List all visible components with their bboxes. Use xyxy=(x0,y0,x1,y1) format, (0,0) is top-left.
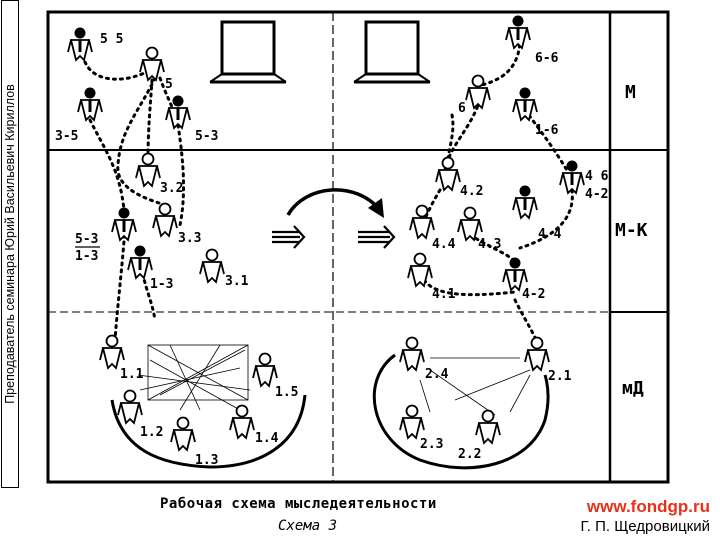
double-arrow-right-icon xyxy=(358,225,396,249)
label-3-1: 3.1 xyxy=(225,274,249,289)
zone-md: мД xyxy=(622,378,644,399)
right-group-links xyxy=(419,357,531,416)
label-4-2c: 4-2 xyxy=(522,287,545,302)
person-black-icon xyxy=(504,14,532,50)
label-1-3b: 1-3 xyxy=(150,277,173,292)
label-1-4: 1.4 xyxy=(255,431,279,446)
label-4-3: 4.3 xyxy=(478,237,501,252)
person-white-icon xyxy=(139,46,165,81)
label-2-1: 2.1 xyxy=(548,369,572,384)
person-white-icon xyxy=(457,206,483,241)
website-link[interactable]: www.fondgp.ru xyxy=(586,497,710,516)
person-white-icon xyxy=(99,334,125,369)
person-white-icon xyxy=(435,156,461,191)
left-group-links xyxy=(137,344,251,411)
label-5-3b: 5-3 xyxy=(75,232,98,247)
label-3-3: 3.3 xyxy=(178,231,201,246)
label-4-2: 4-2 xyxy=(585,187,608,202)
person-black-icon xyxy=(126,244,154,280)
double-arrow-left-icon xyxy=(272,225,306,249)
person-white-icon xyxy=(152,202,178,237)
person-black-icon xyxy=(558,159,586,195)
person-black-icon xyxy=(110,206,138,242)
person-black-icon xyxy=(511,86,539,122)
label-5-3: 5-3 xyxy=(195,129,218,144)
person-black-icon xyxy=(76,86,104,122)
curved-arrow-icon xyxy=(286,188,382,216)
side-title-box: Преподаватель семинара Юрий Васильевич К… xyxy=(1,0,19,488)
person-white-icon xyxy=(475,409,501,444)
person-black-icon xyxy=(501,256,529,292)
person-white-icon xyxy=(199,248,225,283)
left-labels: 5 5 5 3-5 5-3 3.2 3.3 5-3 1-3 1-3 3.1 1.… xyxy=(55,32,298,468)
label-4-1: 4.1 xyxy=(432,287,456,302)
person-white-icon xyxy=(407,252,433,287)
board-right-icon xyxy=(353,20,431,84)
label-2-2: 2.2 xyxy=(458,447,481,462)
zone-m: М xyxy=(625,82,636,103)
person-white-icon xyxy=(117,389,143,424)
right-group-arc xyxy=(372,353,550,470)
label-3-2: 3.2 xyxy=(160,181,183,196)
label-2-3: 2.3 xyxy=(420,437,443,452)
label-1-3: 1-3 xyxy=(75,249,98,264)
person-black-icon xyxy=(66,26,94,62)
person-white-icon xyxy=(399,336,425,371)
left-group-arc xyxy=(110,394,307,469)
author-name: Г. П. Щедровицкий xyxy=(580,518,710,535)
label-2-4: 2.4 xyxy=(425,367,449,382)
label-5: 5 xyxy=(165,77,173,92)
label-1-6: 1-6 xyxy=(535,123,559,138)
right-labels: 6-6 6 1-6 4 6 4-2 4.2 4 4 4.4 4.3 4.1 4-… xyxy=(420,51,609,462)
person-white-icon xyxy=(229,404,255,439)
label-1-1: 1.1 xyxy=(120,367,144,382)
zone-m-k: М-К xyxy=(615,220,648,241)
person-white-icon xyxy=(399,404,425,439)
label-1-3c: 1.3 xyxy=(195,453,218,468)
outer-frame xyxy=(46,10,670,484)
label-4-4: 4 4 xyxy=(538,227,562,242)
label-1-5: 1.5 xyxy=(275,385,298,400)
person-black-icon xyxy=(511,184,539,220)
label-4-6: 4 6 xyxy=(585,169,609,184)
curved-arrow-head xyxy=(368,198,384,218)
label-3-5: 3-5 xyxy=(55,129,78,144)
label-6-6: 6-6 xyxy=(535,51,559,66)
label-6: 6 xyxy=(458,101,466,116)
person-white-icon xyxy=(135,152,161,187)
person-white-icon xyxy=(252,352,278,387)
board-left-icon xyxy=(209,20,287,84)
person-white-icon xyxy=(170,416,196,451)
diagram-subcaption: Схема 3 xyxy=(278,518,338,534)
person-white-icon xyxy=(465,74,491,109)
person-white-icon xyxy=(524,336,550,371)
label-5-5: 5 5 xyxy=(100,32,123,47)
label-1-2: 1.2 xyxy=(140,425,163,440)
diagram-caption: Рабочая схема мыследеятельности xyxy=(160,496,437,512)
label-4-4b: 4.4 xyxy=(432,237,456,252)
label-4-2b: 4.2 xyxy=(460,184,483,199)
